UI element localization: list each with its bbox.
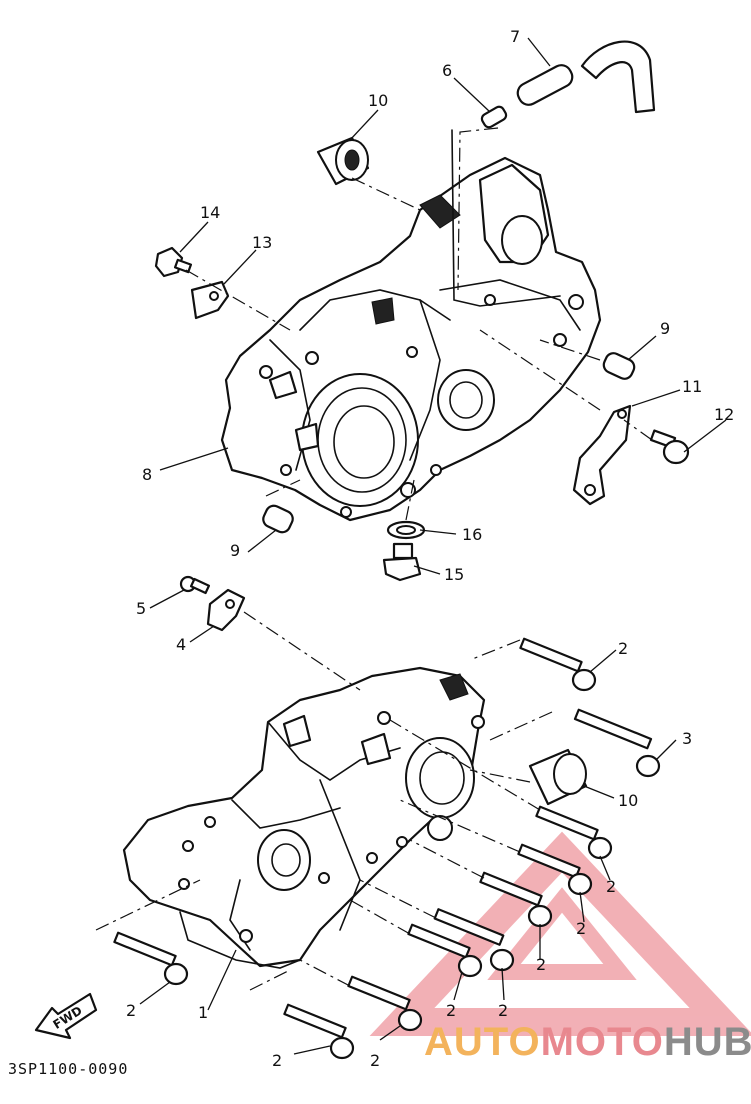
forward-arrow-icon bbox=[34, 992, 98, 1040]
callout-5: 5 bbox=[136, 599, 146, 618]
callout-10-upper: 10 bbox=[368, 91, 388, 110]
bolt-f bbox=[433, 908, 515, 972]
bolt-a bbox=[519, 637, 597, 692]
dowel-pin-left bbox=[262, 504, 294, 534]
bolt-j bbox=[283, 1003, 355, 1060]
bolt-c bbox=[535, 805, 613, 860]
callout-2-h: 2 bbox=[272, 1051, 282, 1070]
screw-5 bbox=[179, 575, 211, 595]
callout-2-b: 2 bbox=[606, 877, 616, 896]
callout-15: 15 bbox=[444, 565, 464, 584]
callout-2-i: 2 bbox=[370, 1051, 380, 1070]
callout-3: 3 bbox=[682, 729, 692, 748]
callout-12: 12 bbox=[714, 405, 734, 424]
watermark-hub: HUB bbox=[663, 1020, 751, 1064]
callout-4: 4 bbox=[176, 635, 186, 654]
callout-14: 14 bbox=[200, 203, 220, 222]
callout-1: 1 bbox=[198, 1003, 208, 1022]
breather-nipple bbox=[480, 105, 508, 129]
assembly-lines bbox=[95, 127, 653, 991]
watermark-brand-text: AUTOMOTOHUB bbox=[424, 1020, 751, 1064]
lower-bushing bbox=[528, 748, 588, 806]
callout-10-lower: 10 bbox=[618, 791, 638, 810]
callout-16: 16 bbox=[462, 525, 482, 544]
watermark-auto: AUTO bbox=[424, 1020, 541, 1064]
dowel-pin-right bbox=[602, 352, 636, 380]
callout-leaders bbox=[139, 37, 727, 1055]
breather-hose bbox=[516, 40, 656, 114]
bracket-13 bbox=[190, 280, 230, 320]
cable-guide-11 bbox=[572, 404, 632, 506]
drain-plug-15 bbox=[382, 542, 422, 582]
callout-11: 11 bbox=[682, 377, 702, 396]
callout-9-left: 9 bbox=[230, 541, 240, 560]
right-crankcase-half bbox=[122, 666, 486, 969]
callout-9-right: 9 bbox=[660, 319, 670, 338]
callout-8: 8 bbox=[142, 465, 152, 484]
bolt-g bbox=[407, 923, 483, 978]
watermark-moto: MOTO bbox=[540, 1020, 664, 1064]
bolt-14 bbox=[154, 246, 193, 278]
callout-numbers: 7 6 10 14 13 9 11 12 8 9 16 15 5 4 2 3 1… bbox=[51, 27, 735, 1070]
callout-2-g: 2 bbox=[126, 1001, 136, 1020]
callout-2-f: 2 bbox=[446, 1001, 456, 1020]
diagram-code: 3SP1100-0090 bbox=[8, 1060, 129, 1078]
left-crankcase-half bbox=[220, 129, 602, 522]
bolt-h bbox=[113, 931, 189, 986]
callout-2-a: 2 bbox=[618, 639, 628, 658]
screw-12 bbox=[649, 429, 690, 465]
callout-2-d: 2 bbox=[536, 955, 546, 974]
drain-gasket-16 bbox=[386, 520, 426, 540]
callout-13: 13 bbox=[252, 233, 272, 252]
bolt-e bbox=[479, 871, 553, 928]
bolt-d bbox=[517, 843, 593, 896]
crankcase-bolts bbox=[113, 637, 661, 1060]
callout-2-c: 2 bbox=[576, 919, 586, 938]
callout-6: 6 bbox=[442, 61, 452, 80]
watermark-triangle-logo bbox=[369, 831, 751, 1036]
holder-4 bbox=[206, 588, 246, 632]
bolt-i bbox=[347, 975, 423, 1032]
callout-7: 7 bbox=[510, 27, 520, 46]
bolt-b bbox=[573, 708, 661, 778]
callout-2-e: 2 bbox=[498, 1001, 508, 1020]
upper-bushing bbox=[316, 136, 370, 186]
